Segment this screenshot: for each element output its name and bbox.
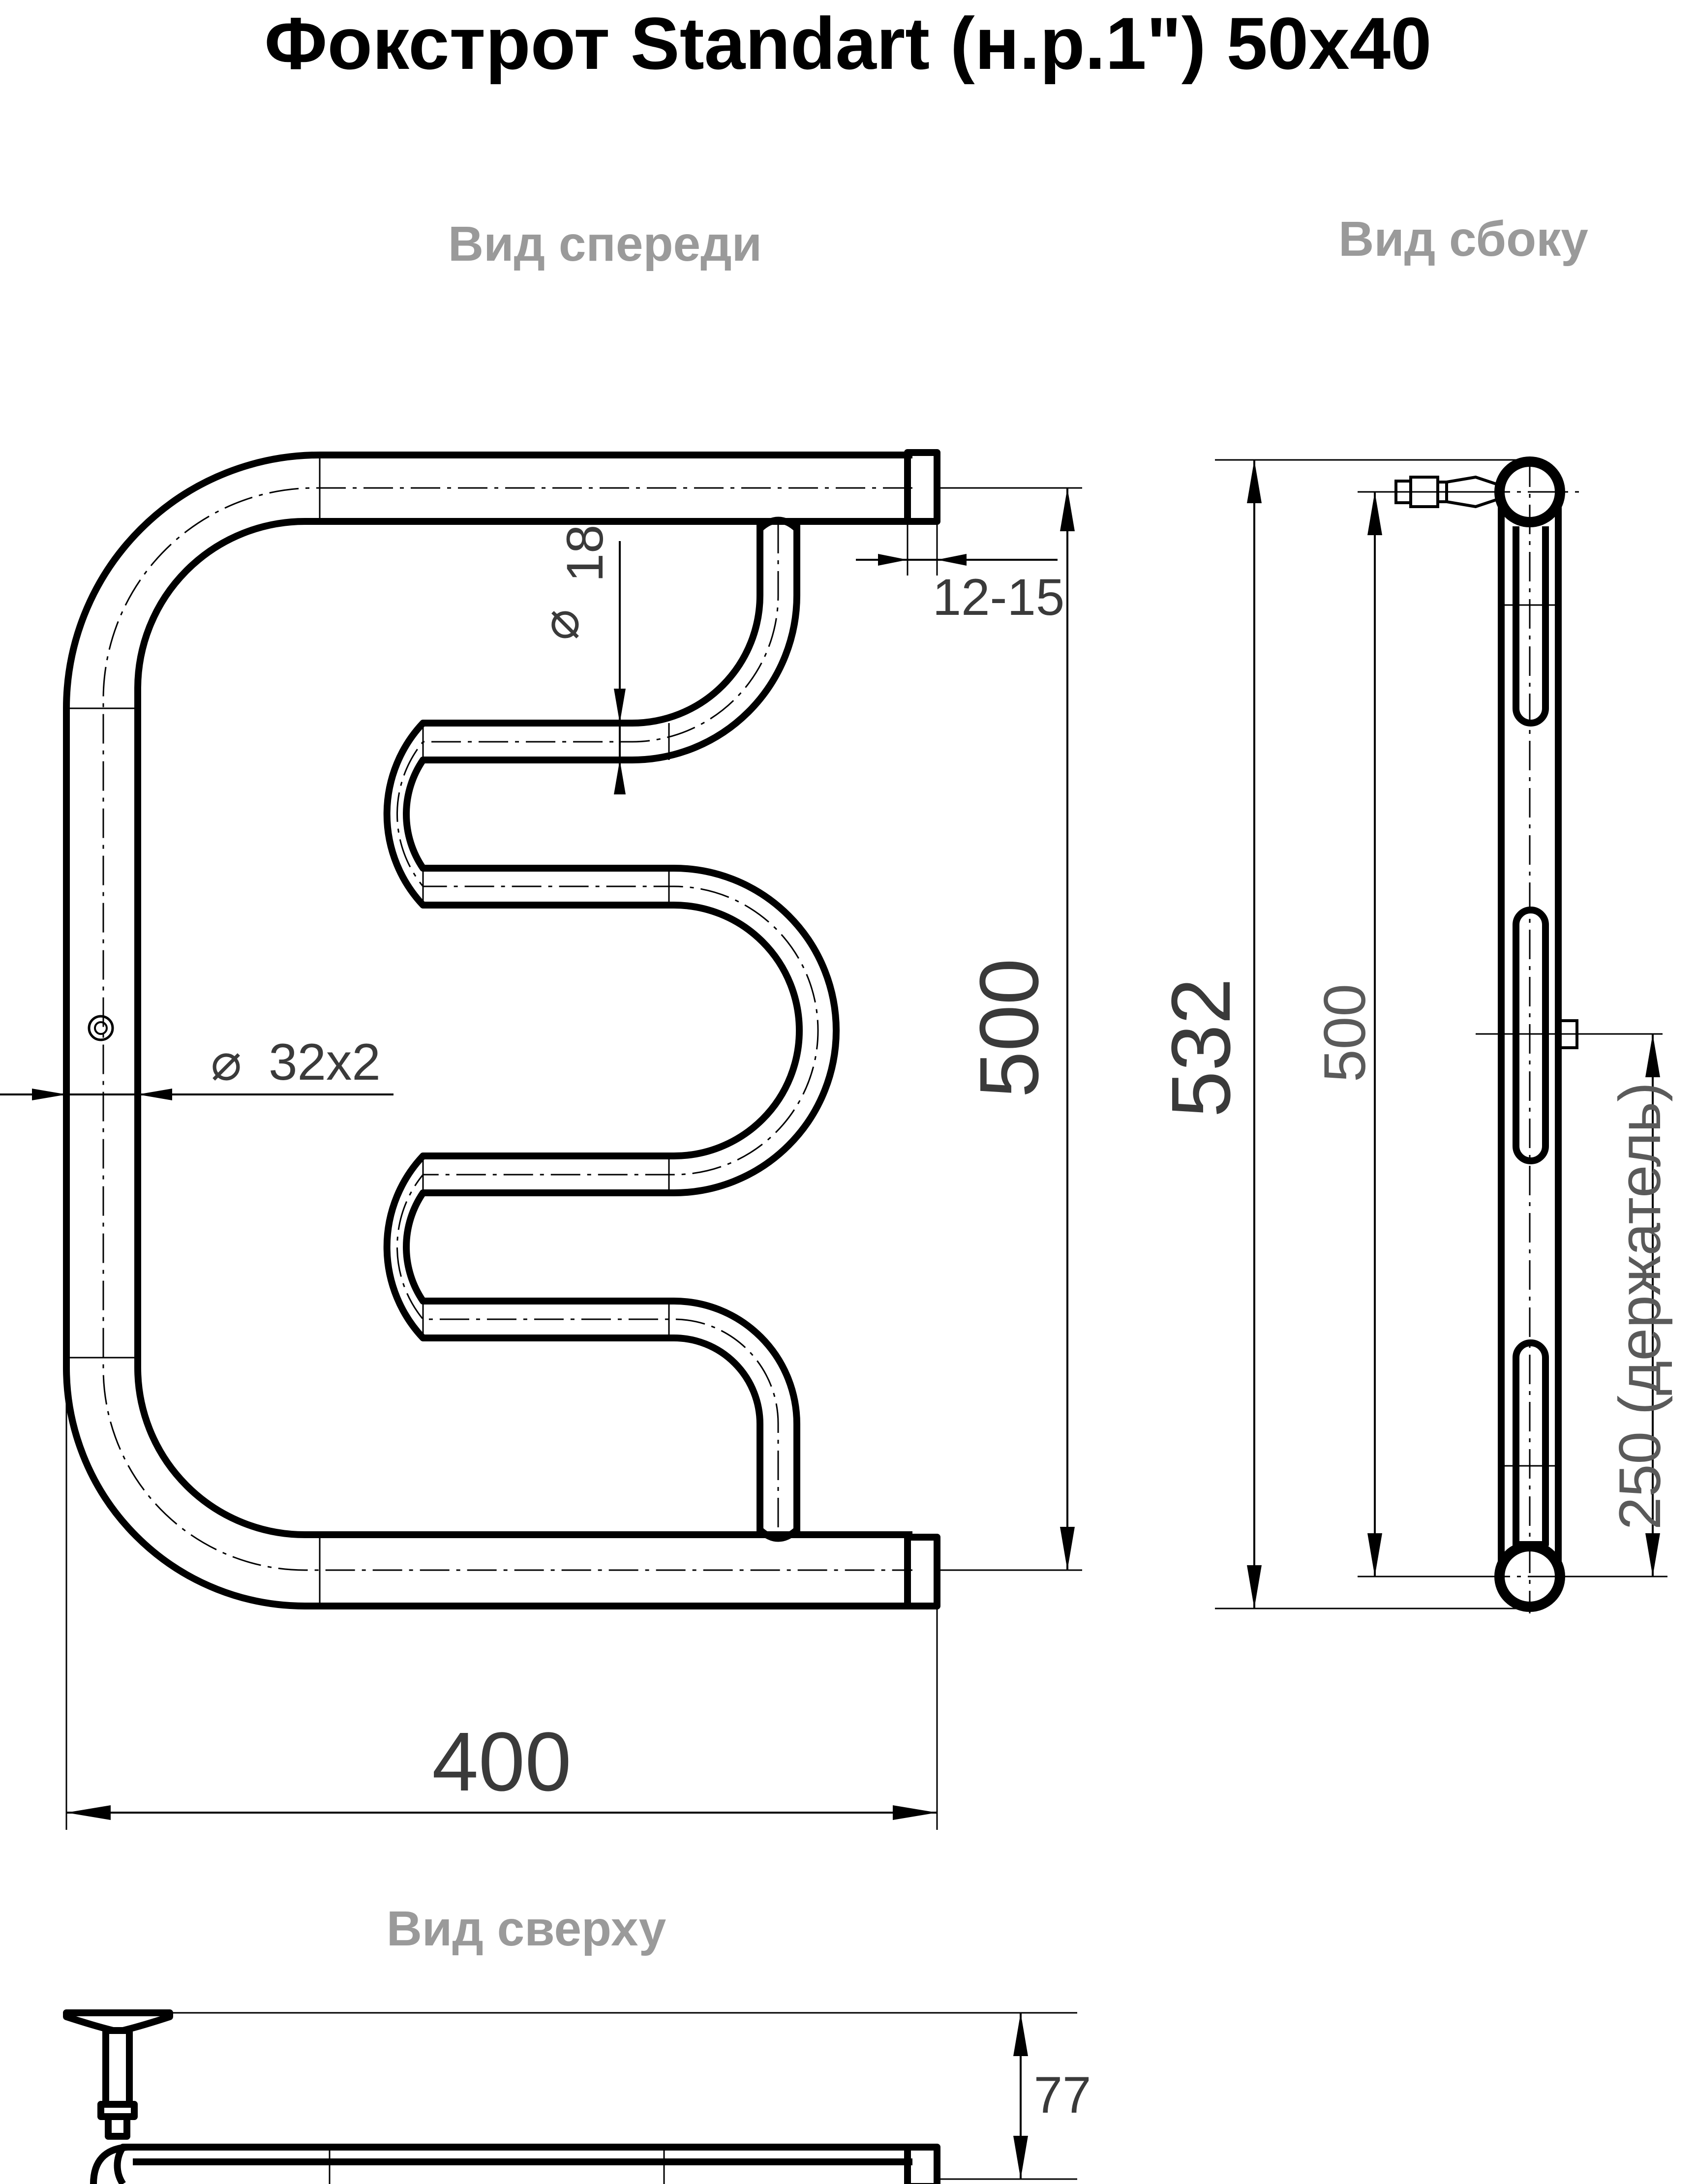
diameter-small-symbol: ⌀	[532, 609, 589, 640]
arrow-head	[893, 1805, 937, 1820]
arrow-head	[1060, 488, 1075, 531]
top-view-pipe	[114, 2144, 912, 2184]
arrow-head	[32, 1089, 66, 1100]
coil-centerline	[396, 524, 819, 1535]
drawing-title: Фокстрот Standart (н.р.1") 50x40	[264, 2, 1431, 85]
diameter-small-label: 18	[556, 525, 614, 582]
diameter-main-symbol: ⌀	[211, 1033, 242, 1091]
arrow-head	[66, 1805, 111, 1820]
coil-section	[1513, 1339, 1549, 1548]
holder-rod	[102, 2027, 133, 2108]
side-view-label: Вид сбоку	[1338, 212, 1588, 267]
arrow-head	[937, 554, 967, 566]
front-dimensions: 500 12-15 ⌀ 18 ⌀ 32x2 400	[0, 487, 1082, 1830]
height-axis-label: 500	[963, 958, 1056, 1098]
front-view-label: Вид спереди	[448, 216, 762, 272]
top-view	[63, 2009, 1077, 2184]
pipe-centerline	[102, 487, 912, 1571]
front-view	[63, 449, 940, 1609]
width-label: 400	[432, 1715, 572, 1809]
main-pipe-inner	[134, 518, 912, 1538]
arrow-head	[1013, 2136, 1028, 2179]
air-vent-core	[94, 1021, 108, 1035]
depth-label: 77	[1034, 2066, 1091, 2124]
air-vent-icon	[88, 1015, 114, 1041]
coil-outer-edge	[383, 524, 803, 1535]
gap-label: 12-15	[933, 569, 1065, 626]
top-view-end-cap	[904, 2144, 940, 2184]
arrow-head	[614, 689, 626, 723]
arrow-head	[878, 554, 908, 566]
top-view-pipe-outline	[90, 2144, 912, 2184]
arrow-head	[614, 760, 626, 794]
arrow-head	[1645, 1533, 1660, 1577]
bottom-pipe-end-cap	[904, 1534, 940, 1609]
coil-inner-edge	[403, 524, 840, 1535]
arrow-head	[1367, 1533, 1382, 1577]
arrow-head	[1013, 2013, 1028, 2056]
arrow-head	[138, 1089, 172, 1100]
coil-section	[1513, 526, 1549, 727]
holder-label: 250 (держатель)	[1607, 1082, 1673, 1530]
top-view-label: Вид сверху	[387, 1901, 666, 1956]
coil-bottom-joint	[757, 1527, 799, 1542]
side-height-label: 500	[1312, 984, 1378, 1082]
total-height-label: 532	[1154, 978, 1248, 1118]
arrow-head	[1247, 460, 1262, 503]
top-pipe-end-cap	[904, 449, 940, 525]
coil-top-joint	[757, 516, 799, 532]
top-dimensions: 77	[937, 2012, 1091, 2180]
holder-stem	[105, 2113, 130, 2140]
arrow-head	[1060, 1527, 1075, 1570]
arrow-head	[1367, 492, 1382, 535]
coil-section	[1513, 907, 1549, 1164]
main-pipe-outer	[63, 452, 912, 1609]
arrow-head	[1247, 1565, 1262, 1608]
diameter-main-label: 32x2	[269, 1033, 381, 1091]
side-dimensions: 532 500 250 (держатель)	[1154, 459, 1673, 1609]
arrow-head	[1645, 1034, 1660, 1077]
